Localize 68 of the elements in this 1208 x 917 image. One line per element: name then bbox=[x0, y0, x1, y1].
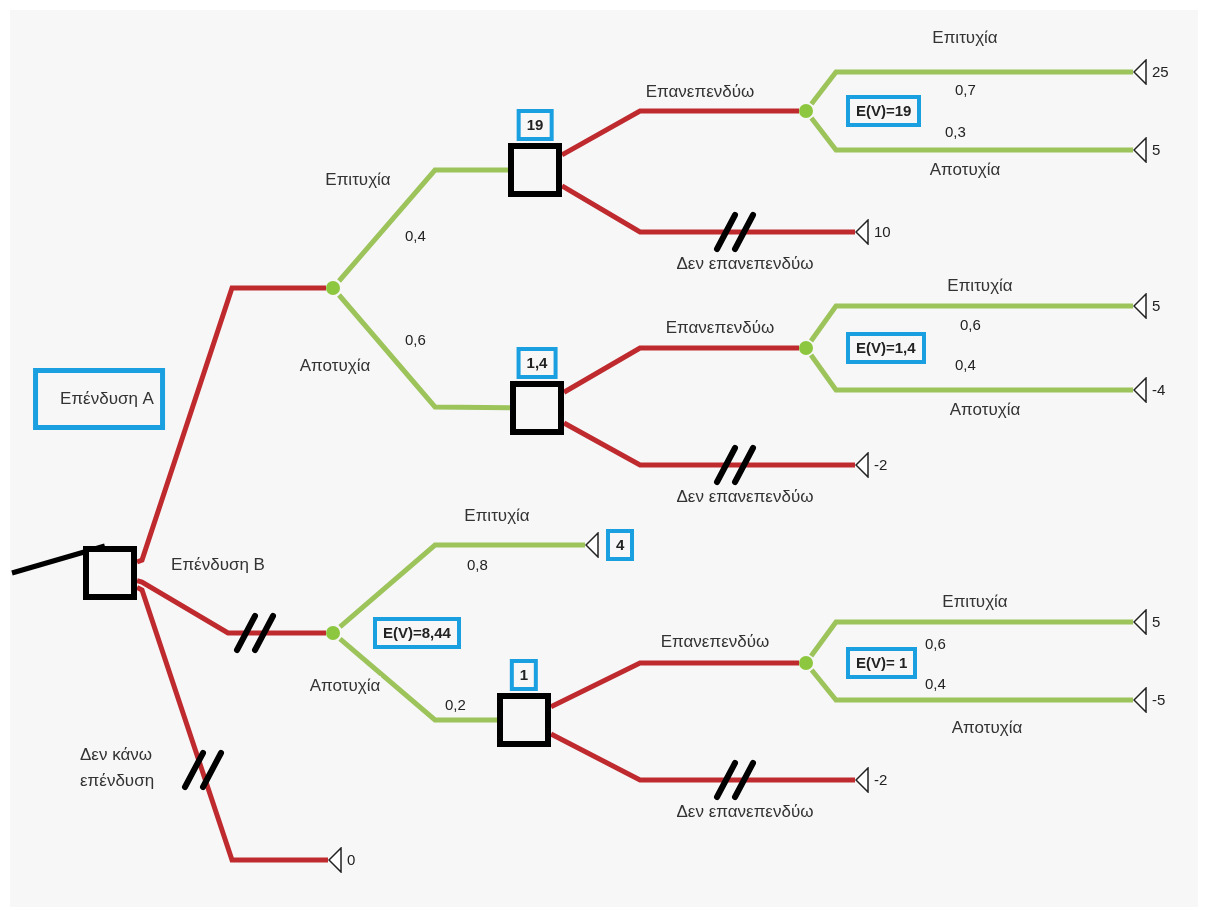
decision-square bbox=[497, 693, 551, 747]
branch-line bbox=[136, 578, 326, 636]
terminal-triangle bbox=[855, 767, 869, 793]
branch-line bbox=[11, 543, 106, 576]
payoff-value: -4 bbox=[1152, 380, 1166, 400]
branch-line bbox=[809, 668, 1133, 703]
probability-label: 0,2 bbox=[445, 695, 466, 715]
probability-label: 0,6 bbox=[925, 634, 946, 654]
branch-line bbox=[808, 303, 1133, 343]
terminal-triangle bbox=[585, 532, 599, 558]
payoff-value: 5 bbox=[1152, 296, 1161, 316]
terminal-triangle bbox=[1133, 377, 1147, 403]
edge-label: Επένδυση A bbox=[33, 368, 165, 430]
probability-label: 0,6 bbox=[405, 330, 426, 350]
edge-label: Αποτυχία bbox=[951, 718, 1023, 738]
edge-label: Επιτυχία bbox=[947, 276, 1013, 296]
terminal-triangle bbox=[1133, 59, 1147, 85]
probability-label: 0,4 bbox=[925, 674, 946, 694]
node-value: 1,4 bbox=[516, 347, 558, 379]
terminal-triangle bbox=[1133, 609, 1147, 635]
payoff-value: 10 bbox=[874, 222, 891, 242]
edge-label: Επιτυχία bbox=[464, 506, 530, 526]
branch-line bbox=[337, 293, 511, 411]
edge-label: Αποτυχία bbox=[949, 400, 1021, 420]
expected-value: E(V)=8,44 bbox=[373, 617, 461, 649]
probability-label: 0,3 bbox=[945, 122, 966, 142]
branch-line bbox=[809, 619, 1133, 658]
payoff-value: -5 bbox=[1152, 690, 1166, 710]
edge-label: Αποτυχία bbox=[929, 160, 1001, 180]
probability-label: 0,8 bbox=[467, 555, 488, 575]
terminal-triangle bbox=[1133, 293, 1147, 319]
node-value: 19 bbox=[516, 109, 554, 141]
decision-square bbox=[508, 143, 562, 197]
branch-line bbox=[338, 637, 497, 723]
edge-label: Επιτυχία bbox=[932, 28, 998, 48]
probability-label: 0,7 bbox=[955, 80, 976, 100]
expected-value: E(V)= 1 bbox=[846, 647, 918, 679]
edge-label: Αποτυχία bbox=[309, 676, 381, 696]
edge-label: Επιτυχία bbox=[942, 592, 1008, 612]
payoff-value: 25 bbox=[1152, 62, 1169, 82]
terminal-triangle bbox=[1133, 137, 1147, 163]
expected-value: E(V)=1,4 bbox=[846, 332, 926, 364]
payoff-value: -2 bbox=[874, 455, 888, 475]
branch-line bbox=[337, 167, 508, 283]
branch-line bbox=[808, 353, 1133, 393]
payoff-value: 4 bbox=[606, 529, 635, 561]
payoff-value: 5 bbox=[1152, 140, 1161, 160]
node-value: 1 bbox=[509, 659, 539, 691]
terminal-triangle bbox=[1133, 687, 1147, 713]
edge-label: Επιτυχία bbox=[325, 170, 391, 190]
branch-line bbox=[809, 69, 1133, 106]
edge-label: Αποτυχία bbox=[299, 356, 371, 376]
probability-label: 0,4 bbox=[955, 355, 976, 375]
decision-square bbox=[510, 381, 564, 435]
payoff-value: 5 bbox=[1152, 612, 1161, 632]
probability-label: 0,6 bbox=[960, 315, 981, 335]
branch-line bbox=[338, 542, 585, 629]
edge-label: Επένδυση B bbox=[171, 555, 265, 575]
branch-line bbox=[136, 285, 326, 565]
payoff-value: 0 bbox=[347, 850, 356, 870]
branch-line bbox=[809, 116, 1133, 153]
probability-label: 0,4 bbox=[405, 226, 426, 246]
terminal-triangle bbox=[328, 847, 342, 873]
decision-square bbox=[83, 546, 137, 600]
terminal-triangle bbox=[855, 219, 869, 245]
payoff-value: -2 bbox=[874, 770, 888, 790]
terminal-triangle bbox=[855, 452, 869, 478]
expected-value: E(V)=19 bbox=[846, 95, 922, 127]
